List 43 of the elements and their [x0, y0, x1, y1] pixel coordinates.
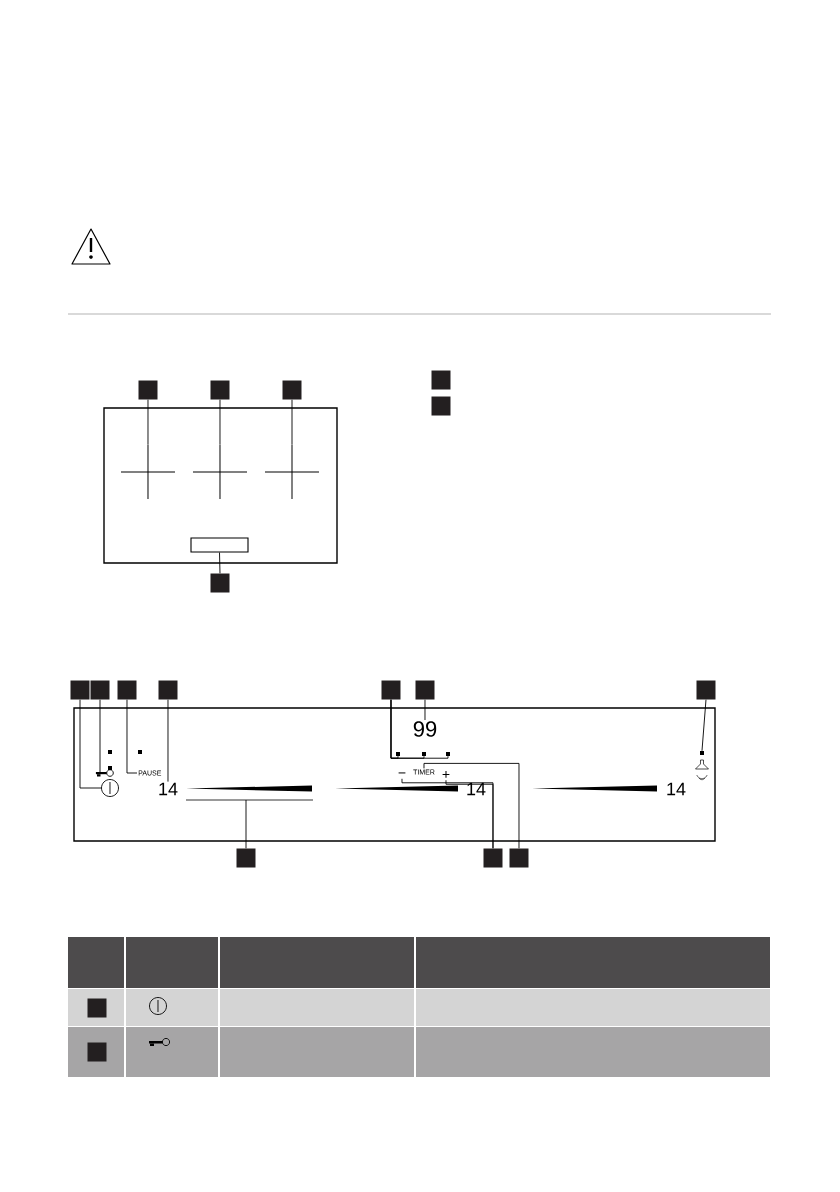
cooking-zone-mark: [120, 444, 176, 500]
cooking-zone-mark: [192, 444, 248, 500]
leader-line: [701, 699, 707, 752]
leader-line: [147, 399, 149, 446]
callout-box: [381, 680, 401, 700]
hood-symbol: [695, 751, 709, 780]
display-digits: 14: [467, 782, 486, 796]
leader-line: [245, 799, 247, 849]
callout-box: [210, 380, 230, 400]
display-digits: 99: [413, 721, 437, 737]
display-digits: 14: [159, 782, 178, 796]
callout-box: [90, 680, 110, 700]
leader-line: [291, 399, 293, 446]
callout-box: [696, 680, 716, 700]
callout-box: [70, 680, 90, 700]
display-digits: 14: [667, 782, 686, 796]
callout-box: [158, 680, 178, 700]
callout-box: [431, 396, 451, 416]
leader-line: [219, 399, 221, 446]
power-symbol: [101, 779, 119, 797]
leader-line: [167, 699, 169, 783]
callout-box: [483, 848, 503, 868]
callout-box: [509, 848, 529, 868]
leader-line: [424, 699, 426, 721]
leader-line: [126, 699, 138, 774]
button-sign: −: [398, 772, 406, 774]
callout-box: [282, 380, 302, 400]
leader-line: [423, 762, 520, 849]
callout-box: [210, 573, 230, 593]
leader-line: [390, 699, 449, 759]
leader-line: [79, 699, 102, 789]
button-sign: +: [442, 770, 450, 778]
callout-box: [415, 680, 435, 700]
leader-line: [219, 552, 221, 574]
leader-line: [95, 699, 101, 774]
callout-box: [431, 370, 451, 390]
callout-box: [236, 848, 256, 868]
callout-box: [138, 380, 158, 400]
callout-box: [117, 680, 137, 700]
cooking-zone-mark: [264, 444, 320, 500]
key-symbol: [96, 769, 114, 777]
leader-line: [445, 779, 494, 849]
display-window: [190, 537, 249, 553]
